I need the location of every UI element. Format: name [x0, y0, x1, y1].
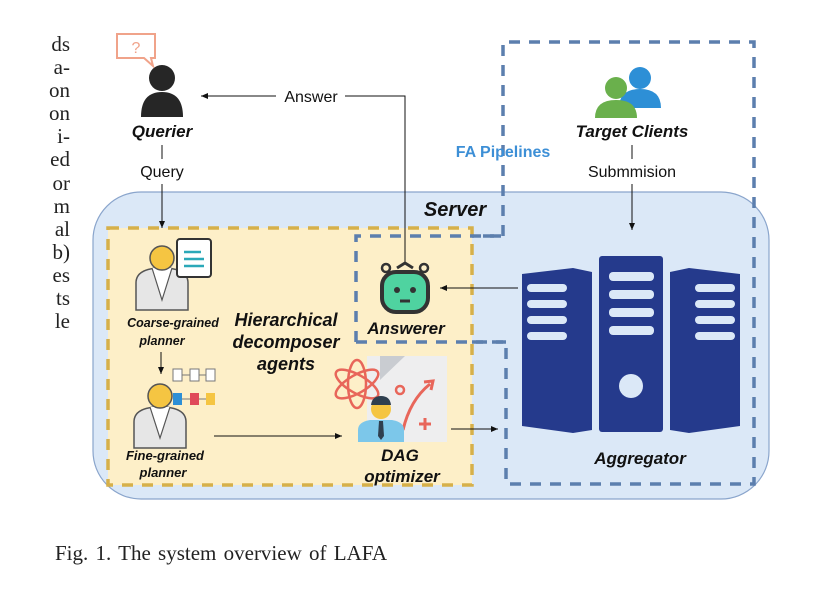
strategy-icon: [334, 356, 447, 442]
margin-line: ed: [50, 147, 70, 172]
fa-pipelines-label: FA Pipelines: [456, 144, 551, 161]
margin-line: m: [53, 193, 70, 218]
body-text-margin: ds a- on on i- ed or m al b) es ts le: [0, 32, 71, 334]
margin-line: es: [52, 262, 71, 287]
margin-line: b): [52, 239, 71, 264]
margin-line: on: [49, 101, 70, 126]
margin-line: or: [52, 170, 71, 195]
margin-line: on: [49, 78, 70, 103]
server-rack-icon: [522, 256, 740, 433]
query-edge-label: Query: [140, 164, 184, 181]
margin-line: ds: [51, 32, 70, 56]
answer-edge: [345, 95, 406, 262]
dag-optimizer-label-1: DAG: [381, 446, 419, 465]
coarse-planner-label-1: Coarse-grained: [127, 316, 219, 330]
target-clients-label: Target Clients: [576, 122, 689, 141]
margin-line: i-: [57, 124, 70, 149]
margin-line: al: [54, 216, 70, 241]
hierarchical-label-2: decomposer: [232, 332, 340, 352]
answer-edge-label: Answer: [284, 89, 338, 106]
robot-icon: [380, 261, 430, 314]
fine-planner-label-1: Fine-grained: [126, 448, 205, 463]
margin-line: a-: [53, 55, 70, 80]
answerer-pipeline-boundary: [354, 234, 503, 342]
question-bubble-icon: ?: [116, 33, 156, 69]
aggregator-label: Aggregator: [593, 449, 687, 468]
server-label: Server: [424, 199, 487, 221]
hierarchical-label-3: agents: [257, 354, 315, 374]
bubble-glyph: ?: [132, 40, 141, 57]
planner-workflow-icon: [133, 368, 216, 449]
fine-planner-label-2: planner: [139, 465, 188, 480]
answerer-label: Answerer: [366, 319, 446, 338]
margin-line: le: [54, 309, 70, 334]
querier-label: Querier: [132, 122, 194, 141]
hierarchical-label-1: Hierarchical: [234, 310, 338, 330]
margin-line: ts: [55, 286, 70, 311]
planner-document-icon: [135, 238, 212, 311]
submission-edge-label: Submmision: [588, 164, 676, 181]
person-icon: [141, 65, 183, 117]
coarse-planner-label-2: planner: [138, 334, 185, 348]
figure-caption: Fig. 1. The system overview of LAFA: [55, 541, 388, 565]
users-icon: [595, 67, 661, 118]
dag-optimizer-label-2: optimizer: [364, 467, 441, 486]
